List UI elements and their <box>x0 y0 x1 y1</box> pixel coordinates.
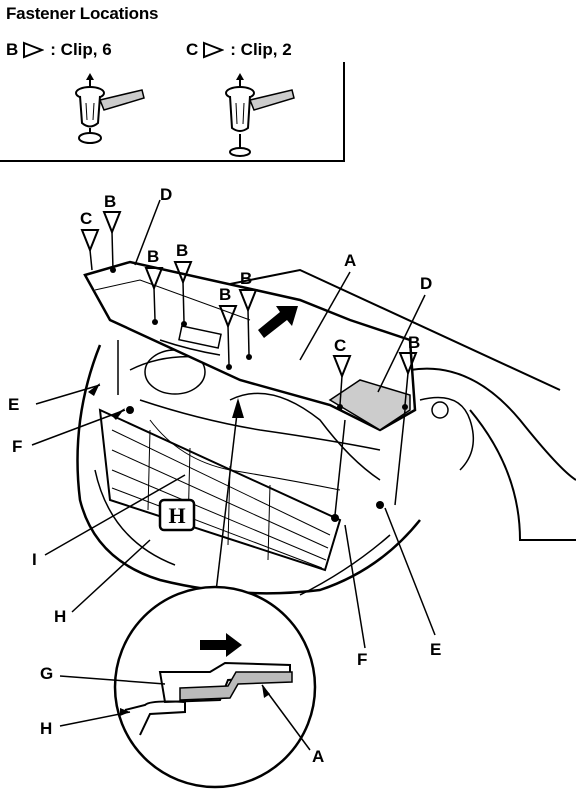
callout-b: B <box>104 192 117 211</box>
callout-a: A <box>312 747 325 766</box>
upper-cover-panel <box>83 260 417 432</box>
callout-g: G <box>40 664 54 683</box>
detail-view-circle <box>59 585 317 789</box>
fastener-markers <box>80 211 418 379</box>
callout-b: B <box>240 269 253 288</box>
callout-b: B <box>147 247 160 266</box>
legend-text-b: : Clip, 6 <box>50 40 112 59</box>
direction-arrow-icon <box>258 306 298 338</box>
callout-f: F <box>12 437 23 456</box>
direction-arrow-icon <box>200 633 242 657</box>
front-grille <box>98 408 342 572</box>
legend-letter-b: B <box>6 40 19 59</box>
legend-clip-b: B : Clip, 6 <box>6 40 112 60</box>
callout-d: D <box>420 274 433 293</box>
callout-h: H <box>54 607 67 626</box>
callout-h: H <box>40 719 53 738</box>
callout-e: E <box>430 640 442 659</box>
callout-f: F <box>357 650 368 669</box>
clip-icon <box>225 73 295 157</box>
triangle-marker-icon <box>203 41 225 59</box>
callout-b: B <box>408 333 421 352</box>
callout-a: A <box>344 251 357 270</box>
triangle-marker-icon <box>23 41 45 59</box>
legend-letter-c: C <box>186 40 199 59</box>
callout-b: B <box>176 241 189 260</box>
callout-e: E <box>8 395 20 414</box>
callout-c: C <box>80 209 93 228</box>
legend-clip-c: C : Clip, 2 <box>186 40 292 60</box>
honda-badge-logo: H <box>158 498 196 532</box>
badge-letter: H <box>168 503 185 528</box>
clip-icon <box>75 73 145 144</box>
callout-i: I <box>32 550 37 569</box>
page-title: Fastener Locations <box>6 4 159 23</box>
callout-b: B <box>219 285 232 304</box>
callout-c: C <box>334 336 347 355</box>
legend-box <box>0 62 345 162</box>
legend-text-c: : Clip, 2 <box>230 40 292 59</box>
callout-d: D <box>160 185 173 204</box>
